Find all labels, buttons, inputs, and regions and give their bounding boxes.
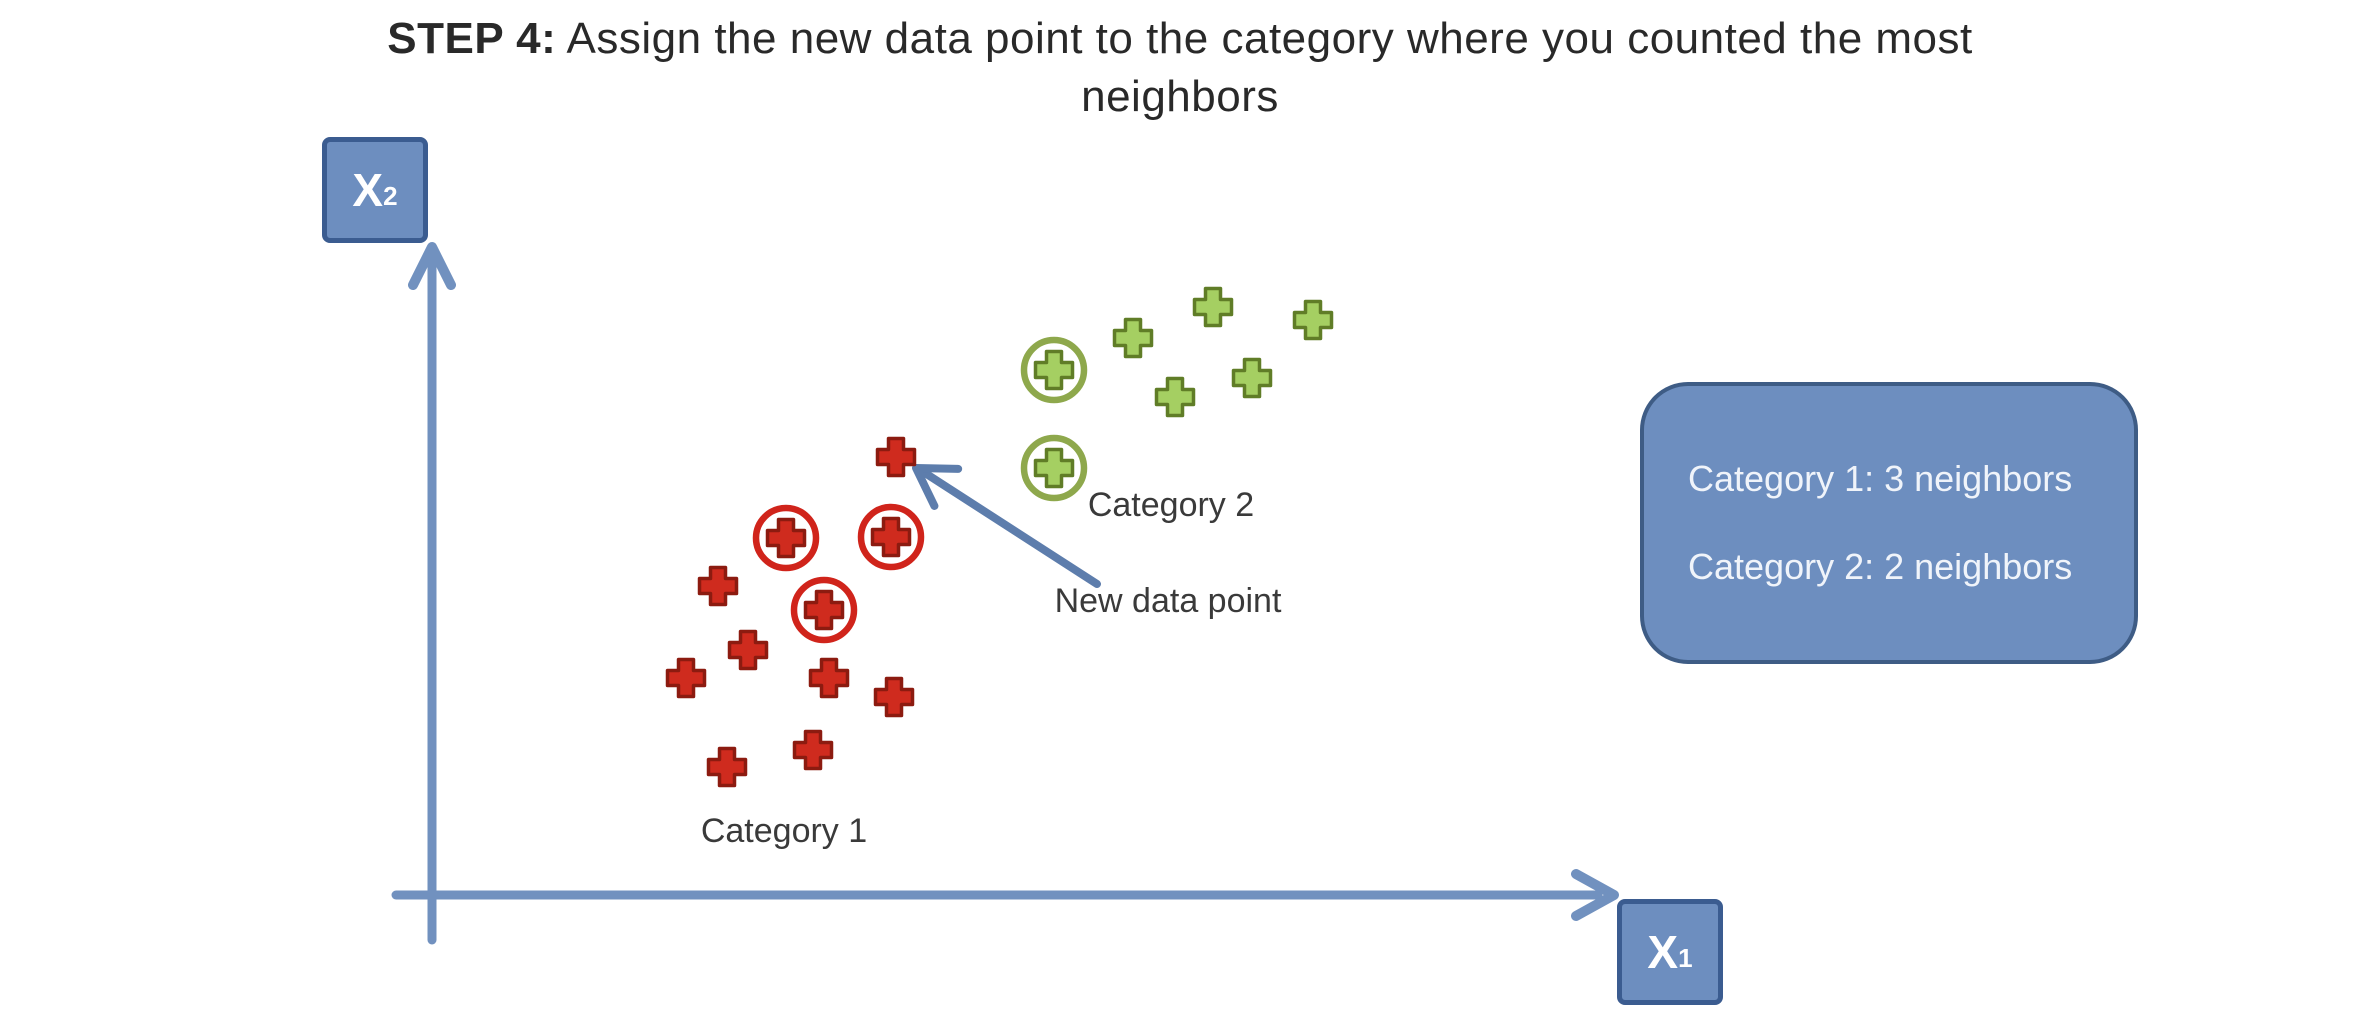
new-data-point-arrowhead-icon	[912, 464, 963, 510]
title-line-1: STEP 4: Assign the new data point to the…	[0, 10, 2360, 68]
data-point-category1-circled	[857, 503, 925, 571]
data-point-category1-circled	[790, 576, 858, 644]
data-point-category1	[873, 676, 915, 718]
data-point-category2	[1154, 376, 1196, 418]
x-axis-arrowhead-icon	[1571, 869, 1619, 921]
data-point-category1	[808, 657, 850, 699]
step-prefix: STEP 4:	[387, 14, 557, 63]
data-point-category1	[706, 746, 748, 788]
new-data-point-label: New data point	[1054, 582, 1282, 620]
x2-axis-subscript: 2	[383, 181, 398, 211]
category-2-label: Category 2	[1087, 486, 1255, 524]
new-data-point-arrow	[921, 469, 1101, 588]
x2-axis-label: X	[352, 164, 384, 216]
neighbor-count-line-2: Category 2: 2 neighbors	[1688, 546, 2073, 587]
data-point-new	[875, 436, 917, 478]
data-point-category1-circled	[752, 504, 820, 572]
data-point-category1	[697, 565, 739, 607]
title-line-1-rest: Assign the new data point to the categor…	[556, 14, 1973, 63]
data-point-category1	[665, 657, 707, 699]
x1-axis-subscript: 1	[1678, 943, 1693, 973]
data-point-category2	[1231, 357, 1273, 399]
data-point-category1	[792, 729, 834, 771]
points-layer	[665, 286, 1334, 788]
x1-axis-label: X	[1647, 926, 1679, 978]
data-point-category2	[1192, 286, 1234, 328]
data-point-category2-circled	[1020, 336, 1088, 404]
slide-title: STEP 4: Assign the new data point to the…	[0, 10, 2360, 126]
y-axis-arrowhead-icon	[408, 242, 456, 290]
data-point-category2	[1112, 317, 1154, 359]
data-point-category2-circled	[1020, 434, 1088, 502]
data-point-category1	[727, 629, 769, 671]
title-line-2: neighbors	[1081, 72, 1279, 121]
neighbor-count-line-1: Category 1: 3 neighbors	[1688, 458, 2073, 500]
category-1-label: Category 1	[700, 812, 868, 850]
data-point-category2	[1292, 299, 1334, 341]
neighbor-count-box: Category 1: 3 neighbors Category 2: 2 ne…	[1640, 382, 2138, 664]
